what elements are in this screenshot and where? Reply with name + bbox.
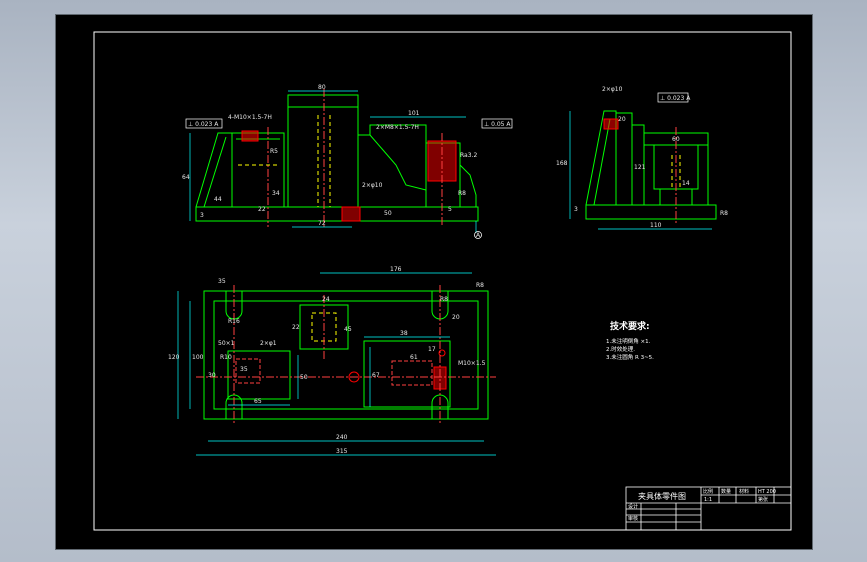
designer-label: 设计 — [628, 503, 638, 510]
dim-side-3: 3 — [574, 206, 578, 213]
title-block — [625, 486, 792, 531]
dim-side-60: 60 — [672, 136, 680, 143]
dim-side-20: 20 — [618, 116, 626, 123]
dim-plan-120: 120 — [168, 354, 180, 361]
dim-plan-315: 315 — [336, 448, 348, 455]
dim-plan-22: 22 — [292, 324, 300, 331]
dim-front-34: 34 — [272, 190, 280, 197]
dim-front-3: 3 — [200, 212, 204, 219]
dim-plan-65: 65 — [254, 398, 262, 405]
side-view — [569, 92, 717, 230]
dim-front-22: 22 — [258, 206, 266, 213]
plan-view — [177, 272, 496, 456]
material-value: HT 200 — [758, 489, 776, 495]
dim-plan-17: 17 — [428, 346, 436, 353]
dim-front-width-80: 80 — [318, 84, 326, 91]
dim-plan-240: 240 — [336, 434, 348, 441]
note-front-thread-1: 4-M10×1.5-7H — [228, 114, 272, 121]
note-plan-holes: 2×φ1 — [260, 340, 277, 347]
dim-side-r8: R8 — [720, 210, 728, 217]
datum-a-symbol — [474, 231, 482, 239]
dim-plan-38: 38 — [400, 330, 408, 337]
dim-side-121: 121 — [634, 164, 646, 171]
checker-label: 审核 — [628, 515, 638, 522]
dim-front-r8: R8 — [458, 190, 466, 197]
note-plan-thread: M10×1.5 — [458, 360, 486, 367]
title-block-texts: 夹具体零件图 比例 1:1 数量 材料 HT 200 第张 设计 审核 — [628, 488, 776, 522]
front-view — [185, 89, 513, 233]
tech-requirement-item: 3.未注圆角 R 3~5. — [606, 353, 654, 361]
tech-requirements-heading: 技术要求: — [610, 320, 650, 332]
dim-side-110: 110 — [650, 222, 662, 229]
dim-front-5: 5 — [448, 206, 452, 213]
dim-plan-r16: R16 — [228, 318, 240, 325]
quantity-label: 数量 — [721, 488, 731, 495]
dim-front-72: 72 — [318, 220, 326, 227]
dim-front-50: 50 — [384, 210, 392, 217]
drawing-name: 夹具体零件图 — [638, 491, 686, 501]
dim-plan-30: 30 — [208, 372, 216, 379]
cad-drawing: 80 64 72 34 101 22 44 3 50 R8 R5 5 ⊥ 0.0… — [93, 31, 792, 531]
note-front-thread-2: 2×M8×1.5-7H — [376, 124, 419, 131]
note-plan-radius: R10 — [220, 354, 232, 361]
material-label: 材料 — [739, 488, 749, 495]
dim-front-101: 101 — [408, 110, 420, 117]
dim-plan-67: 67 — [372, 372, 380, 379]
tech-requirement-item: 2.时效处理. — [606, 345, 635, 353]
dim-plan-r8-slot: R8 — [440, 296, 448, 303]
note-front-holes: 2×φ10 — [362, 182, 383, 189]
dim-plan-20: 20 — [452, 314, 460, 321]
note-front-roughness: Ra3.2 — [460, 152, 477, 159]
side-view-dimensions: 168 121 20 60 110 14 R8 3 2×φ10 ⊥ 0.023 … — [556, 86, 728, 229]
tol-front-right: ⊥ 0.05 A — [484, 121, 511, 128]
note-plan-chamfer: 50×1 — [218, 340, 235, 347]
technical-requirements: 技术要求: 1.未注明倒角 ×1. 2.时效处理. 3.未注圆角 R 3~5. — [606, 320, 654, 361]
tol-front-left: ⊥ 0.023 A — [188, 121, 219, 128]
dim-plan-35: 35 — [240, 366, 248, 373]
dim-plan-100: 100 — [192, 354, 204, 361]
dim-plan-50: 50 — [300, 374, 308, 381]
dim-plan-45: 45 — [344, 326, 352, 333]
dim-plan-r8-right: R8 — [476, 282, 484, 289]
scale-value: 1:1 — [704, 497, 712, 503]
note-side-holes: 2×φ10 — [602, 86, 623, 93]
dim-front-height-64: 64 — [182, 174, 190, 181]
dim-side-14: 14 — [682, 180, 690, 187]
front-view-dimensions: 80 64 72 34 101 22 44 3 50 R8 R5 5 ⊥ 0.0… — [182, 84, 511, 239]
datum-a-label: A — [476, 232, 481, 239]
dim-front-44: 44 — [214, 196, 222, 203]
sheet-label: 第张 — [758, 496, 768, 503]
plan-view-dimensions: 176 35 R8 R8 R16 100 120 45 22 24 30 35 … — [168, 266, 486, 455]
scale-label: 比例 — [703, 488, 713, 495]
dim-plan-176: 176 — [390, 266, 402, 273]
dim-plan-35-left: 35 — [218, 278, 226, 285]
dim-plan-24: 24 — [322, 296, 330, 303]
dim-side-168: 168 — [556, 160, 568, 167]
drawing-sheet: 80 64 72 34 101 22 44 3 50 R8 R5 5 ⊥ 0.0… — [55, 14, 813, 550]
tol-side: ⊥ 0.023 A — [660, 95, 691, 102]
tech-requirement-item: 1.未注明倒角 ×1. — [606, 337, 651, 345]
dim-plan-61: 61 — [410, 354, 418, 361]
dim-front-r5: R5 — [270, 148, 278, 155]
drawing-frame — [93, 31, 792, 531]
